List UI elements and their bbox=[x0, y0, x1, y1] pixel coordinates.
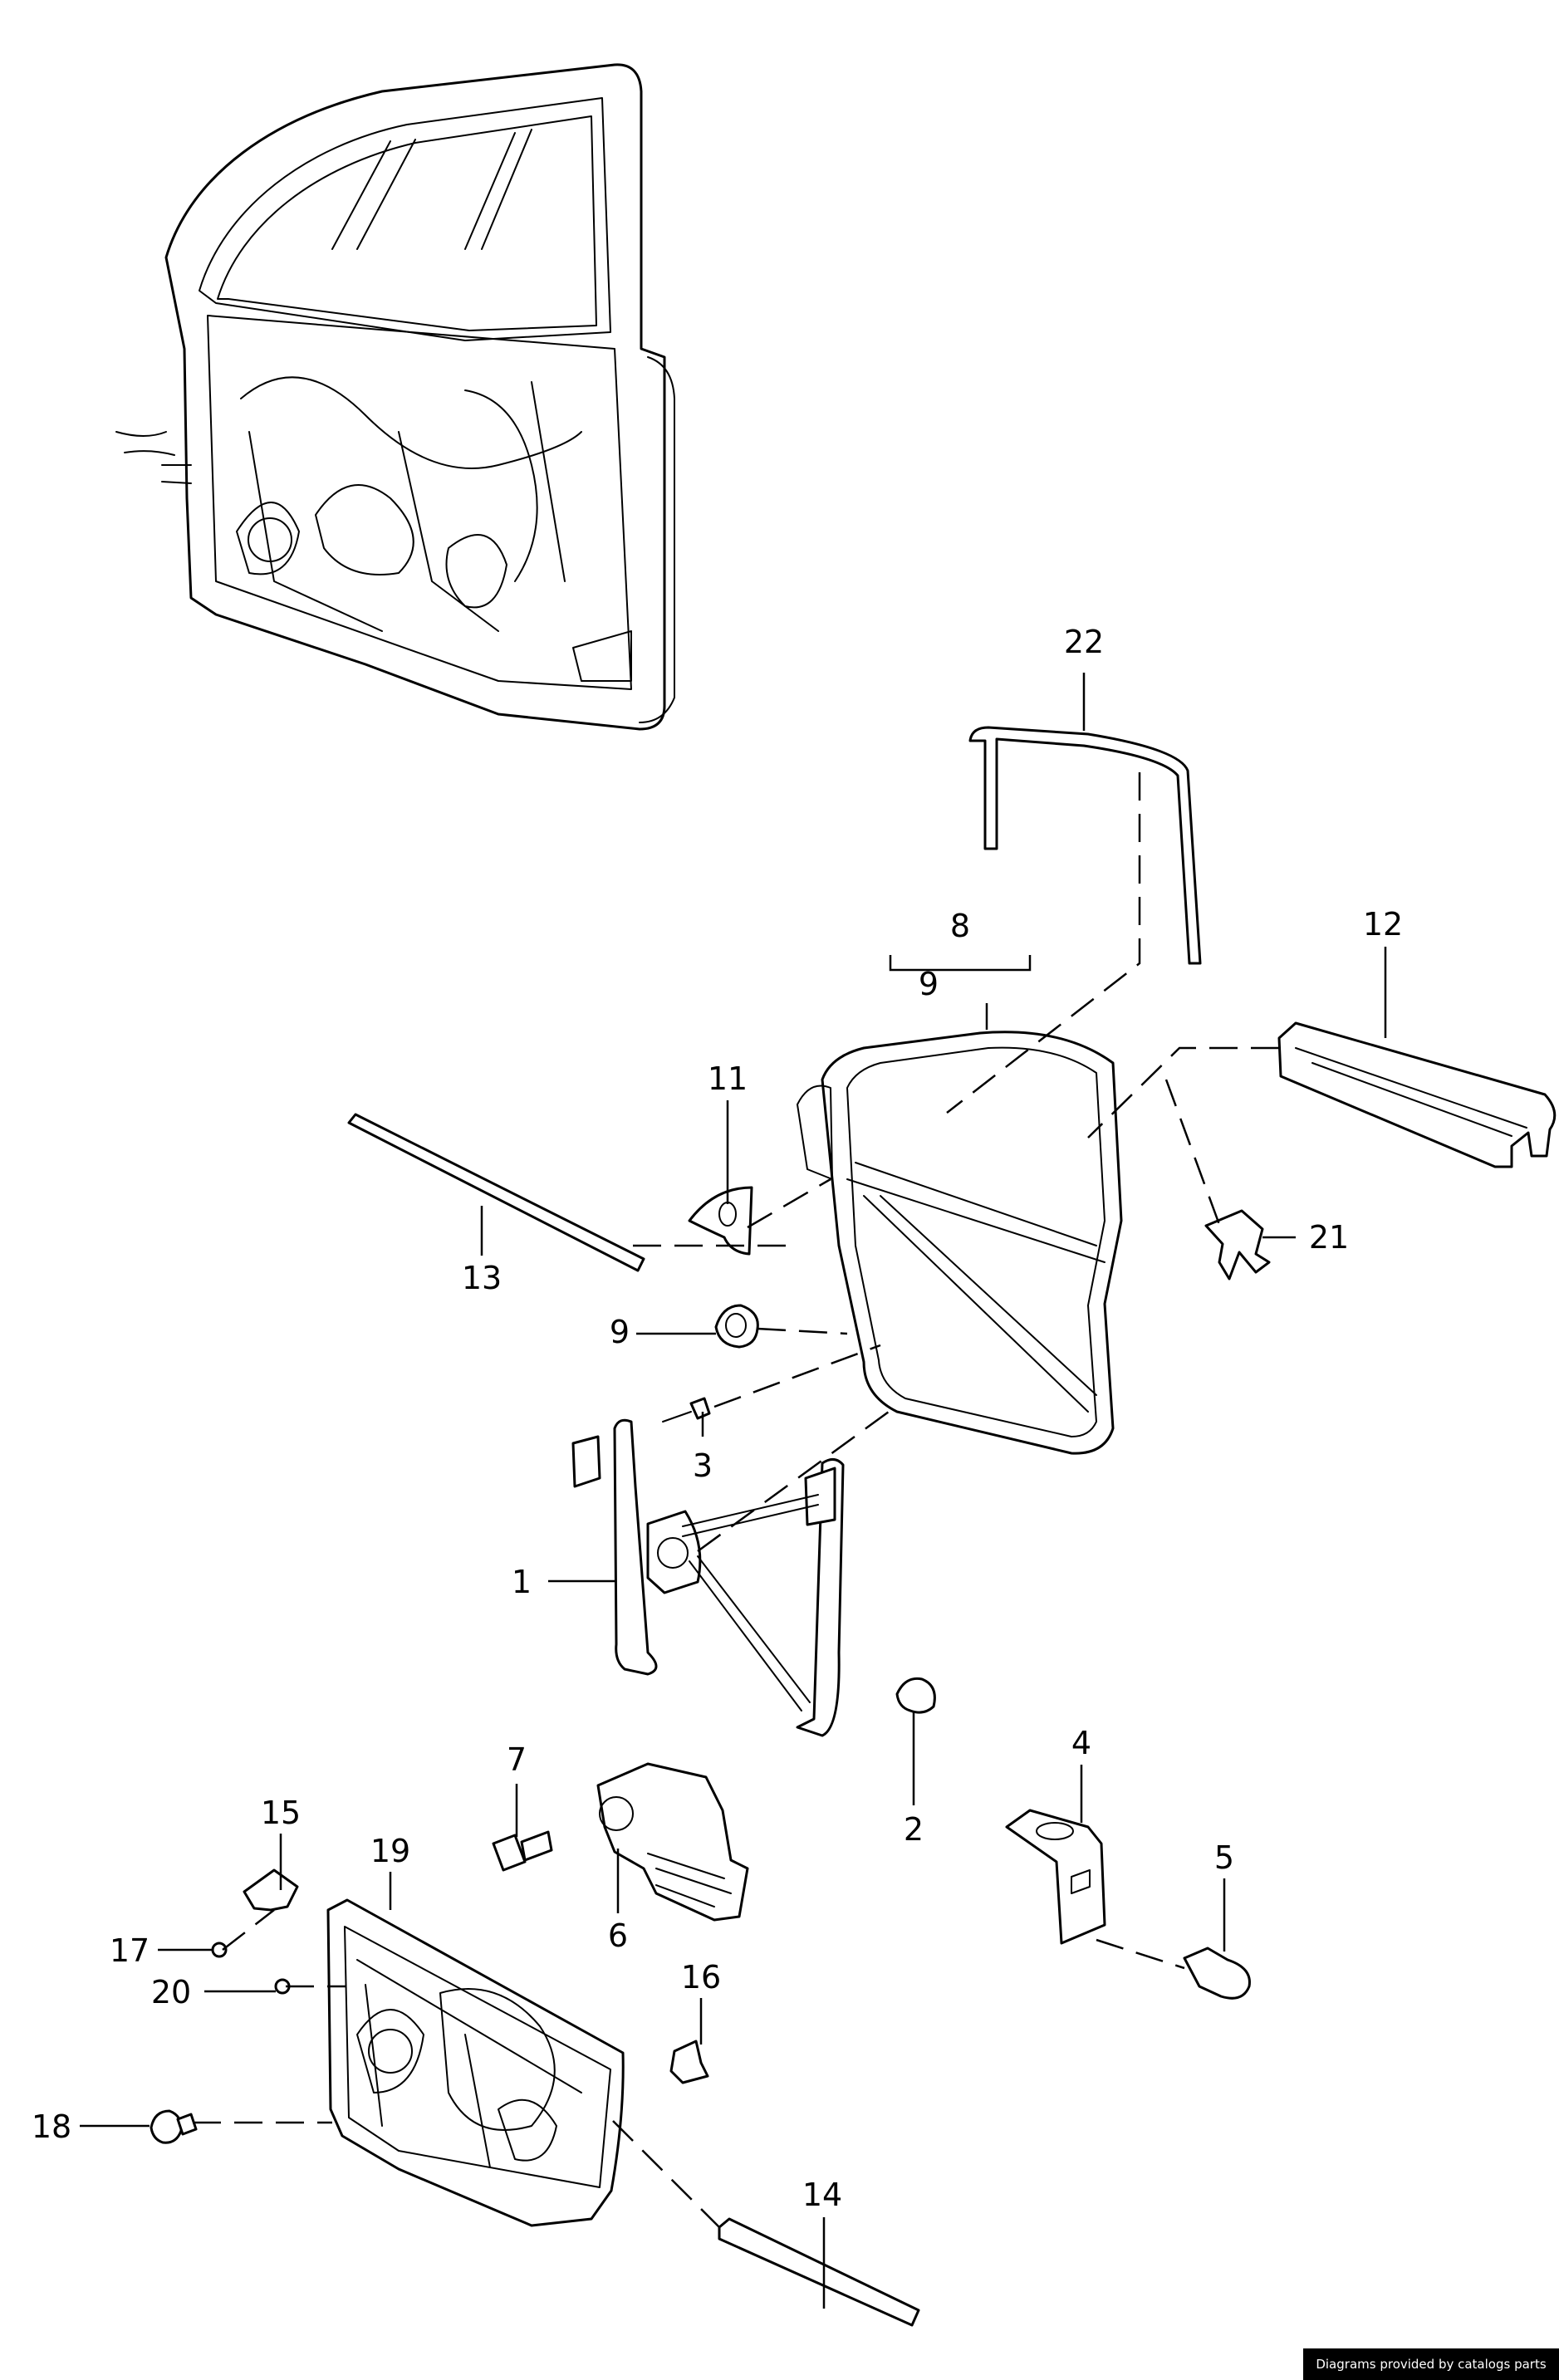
bolt-18 bbox=[150, 2109, 198, 2144]
label-1: 1 bbox=[512, 1564, 532, 1600]
window-motor-6 bbox=[596, 1762, 749, 1922]
label-5: 5 bbox=[1214, 1839, 1234, 1876]
part-labels: 22 8 9 12 11 13 21 9 3 1 2 7 6 4 5 15 19… bbox=[32, 624, 1403, 2213]
door-window-glass-8 bbox=[797, 1031, 1123, 1455]
bracket-15 bbox=[243, 1868, 299, 1912]
label-17: 17 bbox=[110, 1932, 150, 1969]
label-21: 21 bbox=[1309, 1219, 1349, 1256]
clip-21 bbox=[1204, 1209, 1271, 1281]
lower-strip-14 bbox=[718, 2217, 920, 2327]
label-16: 16 bbox=[681, 1959, 721, 1996]
label-4: 4 bbox=[1071, 1725, 1091, 1761]
door-shell bbox=[115, 63, 675, 731]
glass-clip-9 bbox=[714, 1304, 759, 1349]
label-11: 11 bbox=[708, 1060, 748, 1097]
credit-banner: Diagrams provided by catalogs parts bbox=[1303, 2348, 1559, 2380]
inner-belt-strip-13 bbox=[347, 1113, 645, 1272]
label-20: 20 bbox=[151, 1974, 191, 2010]
label-7: 7 bbox=[507, 1741, 527, 1778]
label-14: 14 bbox=[802, 2177, 842, 2213]
label-13: 13 bbox=[462, 1260, 502, 1296]
door-module-19 bbox=[326, 1898, 625, 2227]
label-9-lower: 9 bbox=[610, 1314, 630, 1350]
bolt-5 bbox=[1183, 1947, 1251, 2000]
label-6: 6 bbox=[608, 1917, 628, 1954]
bolt-7 bbox=[492, 1830, 553, 1872]
label-2: 2 bbox=[904, 1811, 924, 1848]
assembly-lines bbox=[193, 772, 1279, 2228]
corner-guide-11 bbox=[688, 1186, 753, 1256]
label-18: 18 bbox=[32, 2108, 71, 2145]
label-8: 8 bbox=[950, 908, 970, 944]
label-9-upper: 9 bbox=[919, 966, 939, 1002]
label-15: 15 bbox=[261, 1795, 301, 1831]
bracket-4 bbox=[1005, 1809, 1106, 1945]
label-12: 12 bbox=[1363, 906, 1403, 943]
bracket-16 bbox=[669, 2040, 709, 2084]
leader-lines bbox=[80, 673, 1387, 2309]
window-regulator-1 bbox=[571, 1418, 845, 1737]
label-19: 19 bbox=[370, 1833, 410, 1869]
glass-run-seal-22 bbox=[968, 726, 1202, 965]
label-3: 3 bbox=[693, 1447, 713, 1484]
label-22: 22 bbox=[1064, 624, 1104, 660]
screw-3 bbox=[662, 1397, 711, 1423]
belt-molding-12 bbox=[1277, 1021, 1557, 1168]
grommet-2 bbox=[895, 1677, 936, 1714]
